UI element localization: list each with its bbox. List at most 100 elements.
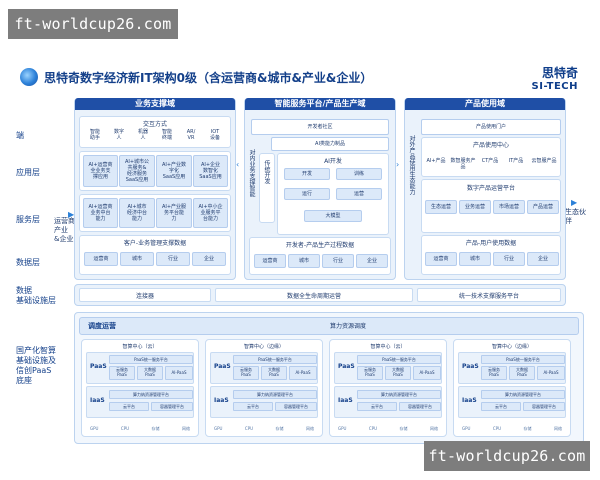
product-center-item: IT产品 xyxy=(508,158,524,164)
label-duan: 端 xyxy=(16,131,24,140)
traditional-dev: 传统开发 xyxy=(259,153,275,223)
iaas-label: IaaS xyxy=(338,397,353,404)
iaas-item: 云平台 xyxy=(357,402,397,411)
data-item: 城市 xyxy=(120,252,154,266)
product-center-item: 云智服产品 xyxy=(531,158,557,164)
hardware-chips: GPU CPU 存储 网络 xyxy=(462,426,562,432)
ops-item: 业务运营 xyxy=(459,200,491,214)
watermark-top: ft-worldcup26.com xyxy=(8,9,178,39)
chip-label: CPU xyxy=(244,426,254,431)
data-item: 企业 xyxy=(356,254,388,268)
node-title: 智算中心（云） xyxy=(122,344,158,350)
col3-vert-label: 对外产品使用生态能力 xyxy=(408,135,415,195)
interaction-item: 数字 人 xyxy=(113,129,124,141)
chip-label: 存储 xyxy=(399,426,408,431)
data-item: 运营商 xyxy=(425,252,457,266)
paas-item: AI-PaaS xyxy=(537,366,565,380)
service-box: AI+产业服 务平台能 力 xyxy=(156,198,192,228)
paas-top: PaaS统一服务平台 xyxy=(233,355,317,364)
paas-label: PaaS xyxy=(462,363,479,370)
ops-item: 生态运营 xyxy=(425,200,457,214)
paas-row: PaaS PaaS统一服务平台 云服务 PaaS 大数据 PaaS AI-Paa… xyxy=(458,352,566,384)
data-title: 客户-业务管理支撑数据 xyxy=(123,240,187,247)
interaction-item: IOT 设备 xyxy=(209,129,220,141)
label-service-layer: 服务层 xyxy=(16,215,40,224)
iaas-label: IaaS xyxy=(214,397,229,404)
iaas-item: 云平台 xyxy=(233,402,273,411)
paas-row: PaaS PaaS统一服务平台 云服务 PaaS 大数据 PaaS AI-Paa… xyxy=(86,352,194,384)
col3-data-title: 产品-用户使用数据 xyxy=(465,240,517,247)
col2-data-title: 开发者-产品生产过程数据 xyxy=(285,242,355,249)
col3-data-panel: 产品-用户使用数据 运营商 城市 行业 企业 xyxy=(421,235,561,275)
compute-node: 智算中心（云） PaaS PaaS统一服务平台 云服务 PaaS 大数据 Paa… xyxy=(329,339,447,437)
col3-head: 产品使用域 xyxy=(405,98,565,110)
interaction-panel: 交互方式 智能 助手 数字 人 机器 人 智能 终端 AR/ VR IOT 设备 xyxy=(79,116,231,148)
chip-label: GPU xyxy=(90,426,99,431)
arrow-right-icon: ▶ xyxy=(571,198,578,207)
service-box: AI+运营商 业务中台 能力 xyxy=(83,198,118,228)
compute-scheduling: 算力资源调度 xyxy=(330,323,367,330)
traditional-dev-label: 传统开发 xyxy=(263,160,270,184)
data-item: 城市 xyxy=(288,254,320,268)
base-infra: 调度运营 算力资源调度 智算中心（云） PaaS PaaS统一服务平台 云服务 … xyxy=(74,312,584,444)
chip-label: GPU xyxy=(214,426,223,431)
brand-en: SI-TECH xyxy=(531,81,578,92)
ai-dev-panel: AI开发 开发 训练 运行 运营 大模型 xyxy=(277,153,389,235)
app-box: AI+运营商 全业务支 撑应用 xyxy=(83,155,118,187)
iaas-item: 云平台 xyxy=(109,402,149,411)
iaas-label: IaaS xyxy=(462,397,477,404)
interaction-title: 交互方式 xyxy=(142,121,167,128)
paas-item: 大数据 PaaS xyxy=(509,366,535,380)
iaas-item: 云平台 xyxy=(481,402,521,411)
chip-label: 网络 xyxy=(182,426,190,431)
iaas-label: IaaS xyxy=(90,397,105,404)
compute-node: 智算中心（边缘） PaaS PaaS统一服务平台 云服务 PaaS 大数据 Pa… xyxy=(453,339,571,437)
app-box: AI+产业数 字化 SaaS应用 xyxy=(156,155,192,187)
ai-dev-item: 大模型 xyxy=(304,210,362,222)
interaction-item: 智能 终端 xyxy=(161,129,172,141)
iaas-row: IaaS 算力纳资源管理平台 云平台 容器管理平台 xyxy=(334,386,442,418)
product-portal: 产品使用门户 xyxy=(421,119,561,135)
chevron-left-icon: ‹ xyxy=(236,160,240,169)
service-panel: AI+运营商 业务中台 能力 AI+城市 经济中台 能力 AI+产业服 务平台能… xyxy=(79,194,231,232)
app-box: AI+企业 数智化 SaaS应用 xyxy=(193,155,228,187)
data-lifecycle: 数据全生命周期运营 xyxy=(215,288,413,302)
chip-label: 存储 xyxy=(151,426,160,431)
paas-row: PaaS PaaS统一服务平台 云服务 PaaS 大数据 PaaS AI-Paa… xyxy=(334,352,442,384)
label-base-layer: 国产化智算 基础设施及 信创PaaS 底座 xyxy=(16,346,56,385)
infra-bar: 连接器 数据全生命周期运营 统一技术支撑服务平台 xyxy=(74,284,566,306)
chip-label: 存储 xyxy=(275,426,284,431)
ai-model: AI类能力制品 xyxy=(271,137,389,151)
chip-label: 网络 xyxy=(430,426,438,431)
paas-item: AI-PaaS xyxy=(413,366,441,380)
product-center-item: CT产品 xyxy=(481,158,499,164)
col-product-use: 产品使用域 对外产品使用生态能力 产品使用门户 产品使用中心 AI+产品 数智服… xyxy=(404,98,566,280)
ops-title: 数字产品运营平台 xyxy=(466,185,515,192)
paas-item: 大数据 PaaS xyxy=(137,366,163,380)
iaas-top: 算力纳资源管理平台 xyxy=(109,390,193,399)
paas-item: AI-PaaS xyxy=(165,366,193,380)
node-title: 智算中心（云） xyxy=(370,344,406,350)
paas-row: PaaS PaaS统一服务平台 云服务 PaaS 大数据 PaaS AI-Paa… xyxy=(210,352,318,384)
paas-top: PaaS统一服务平台 xyxy=(109,355,193,364)
app-box: AI+城市公 共服务& 经济服务 SaaS应用 xyxy=(119,155,155,187)
ai-dev-item: 运行 xyxy=(284,188,330,200)
service-box: AI+城市 经济中台 能力 xyxy=(119,198,155,228)
col2-head: 智能服务平台/产品生产域 xyxy=(245,98,395,110)
watermark-bottom: ft-worldcup26.com xyxy=(424,441,590,471)
product-center-item: 数智服务产品 xyxy=(450,158,476,170)
product-center-item: AI+产品 xyxy=(426,158,446,164)
compute-node: 智算中心（云） PaaS PaaS统一服务平台 云服务 PaaS 大数据 Paa… xyxy=(81,339,199,437)
data-item: 行业 xyxy=(156,252,190,266)
iaas-item: 容器管理平台 xyxy=(399,402,441,411)
ai-dev-item: 训练 xyxy=(336,168,382,180)
paas-item: 大数据 PaaS xyxy=(385,366,411,380)
mid-vert-label: 对内业务支撑智能 xyxy=(248,149,255,197)
iaas-top: 算力纳资源管理平台 xyxy=(357,390,441,399)
col-intelligent-service: 智能服务平台/产品生产域 开发者社区 对内业务支撑智能 AI类能力制品 传统开发… xyxy=(244,98,396,280)
iaas-top: 算力纳资源管理平台 xyxy=(233,390,317,399)
label-app-layer: 应用层 xyxy=(16,168,40,177)
chip-label: 存储 xyxy=(523,426,532,431)
node-title: 智算中心（边缘） xyxy=(491,344,532,350)
chip-label: 网络 xyxy=(306,426,314,431)
